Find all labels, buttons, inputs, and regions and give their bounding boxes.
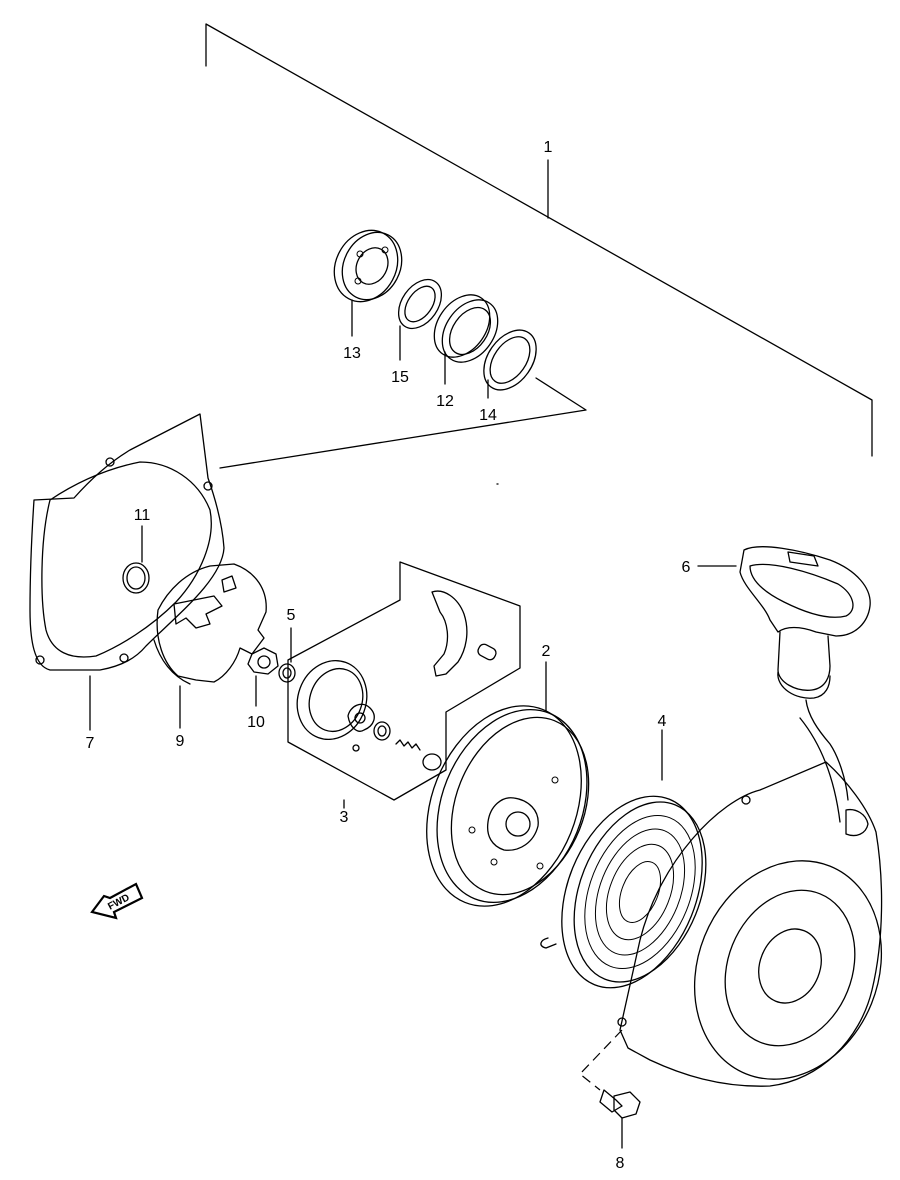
label-1: 1 [544, 139, 553, 156]
label-7: 7 [86, 735, 95, 752]
part-10-nut [247, 647, 279, 707]
part-14-ring [483, 329, 537, 399]
part-2-reel [426, 661, 590, 907]
part-6-handle [697, 546, 871, 801]
label-5: 5 [287, 607, 296, 624]
part-11-o-ring [122, 525, 150, 594]
part-8-bolt [579, 1029, 641, 1149]
part-15-ring [397, 278, 443, 361]
label-13: 13 [343, 345, 361, 362]
label-9: 9 [176, 733, 185, 750]
recoil-case [617, 717, 883, 1087]
label-6: 6 [682, 559, 691, 576]
part-13-bearing [333, 229, 403, 337]
label-12: 12 [436, 393, 454, 410]
part-7-gasket [29, 413, 225, 731]
label-15: 15 [391, 369, 409, 386]
label-14: 14 [479, 407, 497, 424]
part-9-pulley [153, 563, 267, 729]
label-11: 11 [134, 507, 151, 524]
label-10: 10 [247, 714, 265, 731]
assembly-bracket [205, 23, 873, 485]
label-4: 4 [658, 713, 667, 730]
part-5-washer [278, 627, 296, 683]
label-3: 3 [340, 809, 349, 826]
fwd-direction-arrow: FWD [90, 882, 144, 920]
part-3-ratchet-assembly [287, 561, 521, 809]
label-2: 2 [542, 643, 551, 660]
part-4-spring [540, 729, 707, 989]
label-8: 8 [616, 1155, 625, 1172]
part-12-seal [433, 294, 499, 385]
